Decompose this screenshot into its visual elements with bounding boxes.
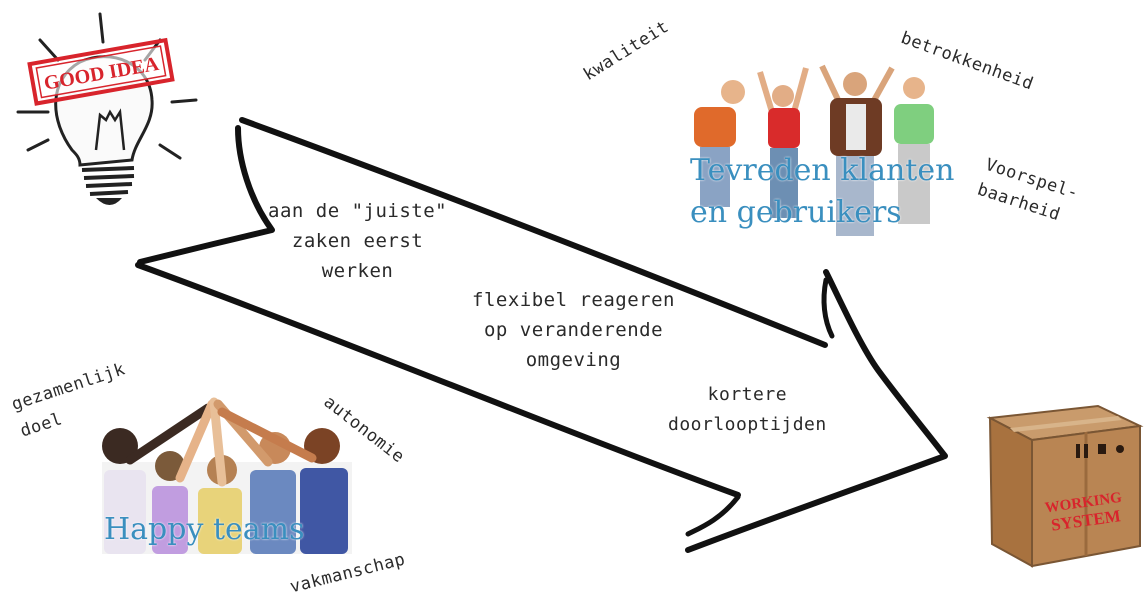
customers-caption-line2: en gebruikers xyxy=(690,195,902,230)
working-system-box xyxy=(986,404,1144,568)
label-kortere-doorlooptijden: kortere doorlooptijden xyxy=(668,380,827,440)
lightbulb-icon: GOOD IDEA xyxy=(16,12,198,205)
customers-caption: Tevreden klanten en gebruikers xyxy=(690,150,954,234)
label-flexibel-line2: op veranderende xyxy=(483,319,664,341)
label-kortere-line1: kortere xyxy=(707,384,788,405)
label-flexibel-reageren: flexibel reageren op veranderende omgevi… xyxy=(472,285,675,375)
label-juiste-zaken: aan de "juiste" zaken eerst werken xyxy=(268,196,447,286)
process-arrow xyxy=(135,117,948,553)
label-kortere-line2: doorlooptijden xyxy=(668,414,827,435)
label-flexibel-line3: omgeving xyxy=(525,349,622,371)
label-juiste-line1: aan de "juiste" xyxy=(268,200,448,222)
customers-caption-line1: Tevreden klanten xyxy=(690,153,955,188)
label-flexibel-line1: flexibel reageren xyxy=(472,289,675,311)
customers-illustration xyxy=(694,64,934,236)
teams-caption: Happy teams xyxy=(104,512,305,547)
label-juiste-line2: zaken eerst xyxy=(291,230,424,252)
label-juiste-line3: werken xyxy=(321,260,394,282)
teams-illustration xyxy=(102,397,352,554)
